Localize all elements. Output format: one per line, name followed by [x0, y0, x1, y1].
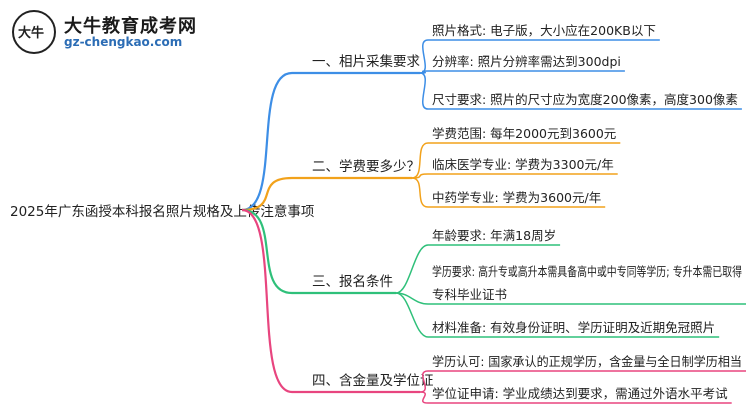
leaf-connector-2-1: [411, 142, 429, 179]
leaf-connector-3-3: [395, 292, 429, 338]
leaf-text: 材料准备: 有效身份证明、学历证明及近期免冠照片: [432, 320, 715, 335]
leaf-text: 学历认可: 国家承认的正规学历，含金量与全日制学历相当: [432, 354, 742, 369]
logo-badge-icon: 大牛: [12, 10, 56, 54]
leaf-connector-1-1: [419, 39, 429, 74]
leaf-text: 学历要求: 高升专或高升本需具备高中或中专同等学历; 专升本需已取得: [432, 264, 742, 279]
branch-label-4: 四、含金量及学位证: [312, 373, 434, 389]
site-name: 大牛教育成考网: [64, 16, 197, 37]
leaf-connector-4-2: [419, 391, 429, 404]
branch-connector-1: [241, 71, 293, 212]
leaf-text: 专科毕业证书: [432, 287, 507, 302]
leaf-connector-3-1: [395, 244, 429, 294]
site-url[interactable]: gz-chengkao.com: [64, 35, 183, 49]
logo-badge-glyph: 大牛: [18, 26, 45, 41]
leaf-text: 学费范围: 每年2000元到3600元: [432, 126, 616, 141]
site-logo[interactable]: 大牛 大牛教育成考网 gz-chengkao.com: [12, 10, 222, 54]
leaf-text: 学位证申请: 学业成绩达到要求，需通过外语水平考试: [432, 386, 728, 401]
branch-label-3: 三、报名条件: [312, 273, 393, 290]
leaf-text: 分辨率: 照片分辨率需达到300dpi: [432, 54, 621, 69]
root-topic: 2025年广东函授本科报名照片规格及上传注意事项: [10, 203, 314, 220]
leaf-text: 尺寸要求: 照片的尺寸应为宽度200像素，高度300像素: [432, 92, 738, 107]
leaf-connector-4-1: [419, 370, 429, 393]
leaf-text: 临床医学专业: 学费为3300元/年: [432, 157, 614, 172]
leaf-text: 年龄要求: 年满18周岁: [432, 228, 556, 243]
leaf-text: 中药学专业: 学费为3600元/年: [432, 190, 601, 205]
leaf-text: 照片格式: 电子版，大小应在200KB以下: [432, 23, 656, 38]
branch-label-2: 二、学费要多少？: [312, 158, 420, 175]
branch-label-1: 一、相片采集要求: [312, 54, 420, 70]
branch-connector-3: [241, 208, 293, 295]
branch-connector-4: [241, 208, 293, 394]
leaf-connector-2-3: [411, 177, 429, 208]
leaf-connector-1-3: [419, 72, 429, 110]
branch-connector-2: [241, 176, 293, 212]
